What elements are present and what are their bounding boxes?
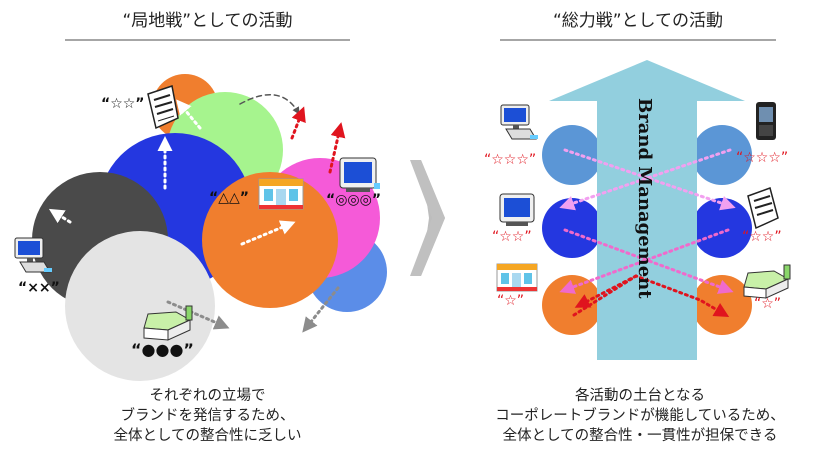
- shop-icon: [258, 178, 304, 210]
- newspaper-icon: [747, 187, 779, 230]
- left-caption-line-1: それぞれの立場で: [149, 388, 266, 404]
- right-caption: 各活動の土台となる コーポレートブランドが機能しているため、 全体としての整合性…: [470, 386, 810, 446]
- label-crosses: “××”: [18, 280, 60, 296]
- bubble-orange-large: [202, 172, 338, 308]
- label-dots: “●●●”: [131, 340, 194, 359]
- label-triangles: “△△”: [209, 190, 249, 206]
- left-title: “局地戦”としての活動: [122, 11, 293, 31]
- newspaper-icon: [147, 85, 179, 130]
- label-left-top: “☆☆☆”: [484, 152, 537, 168]
- tv-icon: [339, 157, 380, 192]
- arrow-newspaper-out: [176, 99, 202, 130]
- right-title: “総力戦”としての活動: [552, 11, 724, 31]
- brand-management-text: Brand Management: [634, 98, 655, 299]
- pillar-left-mid: [542, 198, 602, 258]
- arrow-red-right: [290, 106, 306, 140]
- right-arrows: [559, 148, 736, 318]
- left-title-rule: [65, 39, 350, 41]
- label-right-mid: “☆☆”: [742, 229, 782, 245]
- arrow-gray-factory: [166, 300, 230, 330]
- label-left-mid: “☆☆”: [492, 229, 532, 245]
- right-caption-line-3: 全体としての整合性・一貫性が担保できる: [502, 428, 778, 444]
- pillar-right-mid: [692, 198, 752, 258]
- pillar-right-top: [692, 125, 752, 185]
- computer-icon: [14, 237, 52, 273]
- bubble-lightgray: [65, 231, 215, 381]
- left-caption: それぞれの立場で ブランドを発信するため、 全体としての整合性に乏しい: [65, 386, 350, 446]
- label-right-bottom: “☆”: [754, 296, 782, 312]
- mobile-phone-icon: [756, 102, 776, 140]
- pillar-left-top: [542, 125, 602, 185]
- label-stars: “☆☆”: [101, 96, 145, 112]
- brand-management-arrow: [549, 60, 745, 360]
- left-bubble-cluster: [32, 74, 387, 381]
- arrow-red-to-left: [574, 274, 638, 308]
- right-caption-line-2: コーポレートブランドが機能しているため、: [495, 408, 785, 424]
- pillar-left-bottom: [542, 275, 602, 335]
- label-left-bottom: “☆”: [497, 293, 525, 309]
- arrow-cross-mid-rl: [559, 228, 730, 294]
- left-caption-line-3: 全体としての整合性に乏しい: [113, 428, 302, 444]
- arrow-cross-top-rl: [559, 148, 732, 211]
- arrow-darkgray-left: [48, 208, 72, 224]
- factory-icon: [143, 305, 193, 341]
- shop-icon: [496, 263, 538, 292]
- left-arrows: [48, 93, 346, 333]
- label-right-top: “☆☆☆”: [736, 150, 789, 166]
- label-circles: “◎◎◎”: [326, 192, 382, 208]
- arrow-red-up: [328, 122, 346, 174]
- arrow-red-up-left: [572, 274, 730, 318]
- left-caption-line-2: ブランドを発信するため、: [120, 408, 295, 424]
- pillar-right-bottom: [692, 275, 752, 335]
- right-caption-line-1: 各活動の土台となる: [574, 388, 706, 404]
- computer-icon: [500, 104, 538, 140]
- arrow-orange-diag: [240, 220, 296, 246]
- arrow-gray-down: [302, 286, 340, 333]
- right-title-rule: [500, 39, 776, 41]
- factory-icon: [743, 264, 791, 299]
- right-pillars: [542, 125, 752, 335]
- arrow-gray-curve: [239, 93, 300, 115]
- tv-icon: [499, 193, 535, 226]
